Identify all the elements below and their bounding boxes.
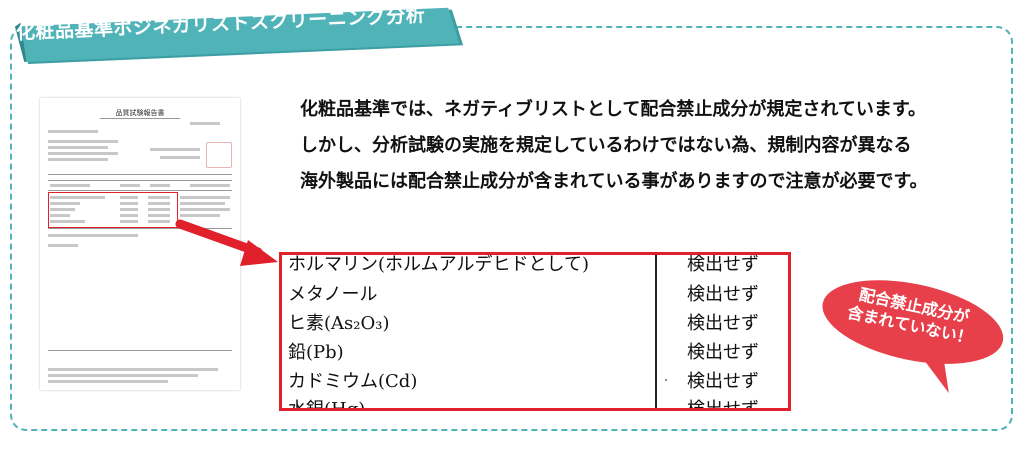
highlight-box xyxy=(48,192,178,228)
test-result: 検出せず xyxy=(687,254,759,275)
table-row: カドミウム(Cd) 検出せず xyxy=(282,364,788,393)
test-result: 検出せず xyxy=(687,284,759,305)
dashed-frame xyxy=(10,26,1013,431)
statement-line: しかし、分析試験の実施を規定しているわけではない為、規制内容が異なる xyxy=(300,135,912,156)
test-result: 検出せず xyxy=(687,313,759,334)
report-title: 品質試験報告書 xyxy=(115,109,165,117)
table-row: 水銀(Hg) 検出せず xyxy=(282,392,788,411)
substance-name: 水銀(Hg) xyxy=(288,399,366,411)
substance-name: ヒ素(As₂O₃) xyxy=(288,313,390,334)
table-row: メタノール 検出せず xyxy=(282,277,788,306)
stray-dot xyxy=(665,379,667,381)
table-row: 鉛(Pb) 検出せず xyxy=(282,335,788,364)
stamp-mark xyxy=(206,142,232,168)
table-row: ホルマリン(ホルムアルデヒドとして) 検出せず xyxy=(282,254,788,276)
results-table: ホルマリン(ホルムアルデヒドとして) 検出せず メタノール 検出せず ヒ素(As… xyxy=(279,252,791,411)
statement-text: 化粧品基準では、ネガティブリストとして配合禁止成分が規定されています。 しかし、… xyxy=(300,92,1000,200)
column-divider xyxy=(655,255,657,408)
title-ribbon xyxy=(15,7,464,64)
table-row: ヒ素(As₂O₃) 検出せず xyxy=(282,306,788,335)
substance-name: メタノール xyxy=(288,284,378,305)
report-thumbnail: 品質試験報告書 xyxy=(40,98,240,390)
substance-name: カドミウム(Cd) xyxy=(288,371,418,392)
test-result: 検出せず xyxy=(687,342,759,363)
test-result: 検出せず xyxy=(687,399,759,411)
statement-line: 海外製品には配合禁止成分が含まれている事がありますので注意が必要です。 xyxy=(300,171,928,192)
substance-name: ホルマリン(ホルムアルデヒドとして) xyxy=(288,254,589,275)
substance-name: 鉛(Pb) xyxy=(288,342,344,363)
test-result: 検出せず xyxy=(687,371,759,392)
statement-line: 化粧品基準では、ネガティブリストとして配合禁止成分が規定されています。 xyxy=(300,99,927,120)
